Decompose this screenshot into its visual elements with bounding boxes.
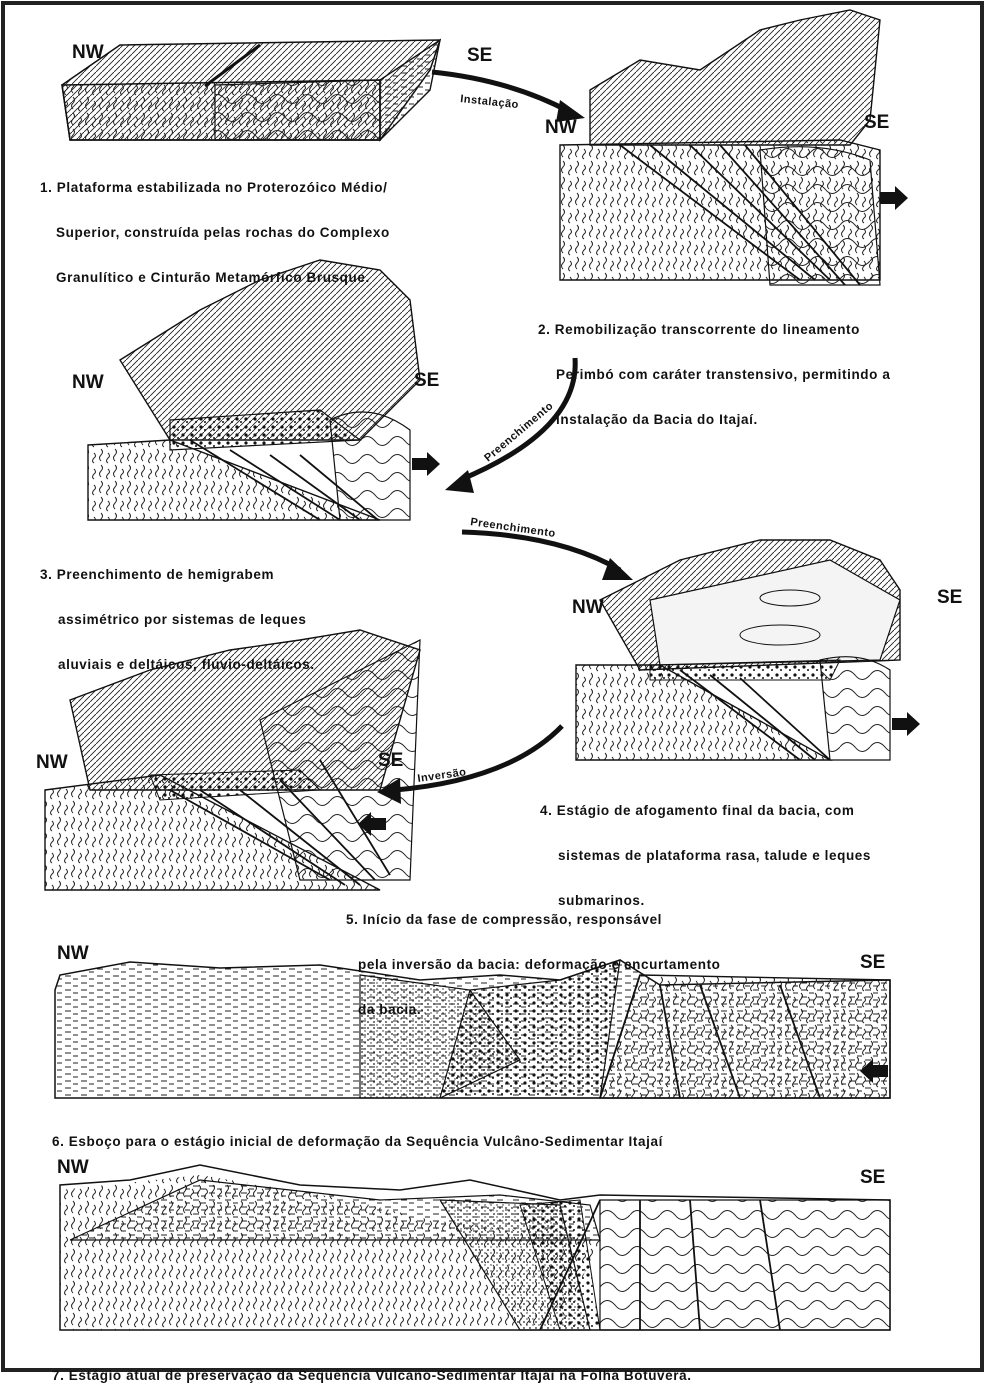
caption-line: 7. Estágio atual de preservação da Sequê… <box>52 1368 692 1383</box>
label-se-4: SE <box>937 587 962 609</box>
caption-line: sistemas de plataforma rasa, talude e le… <box>540 848 871 863</box>
block-diagram-stage-2 <box>560 10 908 285</box>
caption-line: pela inversão da bacia: deformação e enc… <box>346 957 721 972</box>
arrow-label-instalacao: Instalação <box>460 93 520 111</box>
caption-line: assimétrico por sistemas de leques <box>40 612 315 627</box>
caption-line: da bacia. <box>346 1002 721 1017</box>
caption-line: 5. Início da fase de compressão, respons… <box>346 912 721 927</box>
caption-stage-3: 3. Preenchimento de hemigrabem assimétri… <box>40 537 315 687</box>
label-nw-4: NW <box>572 597 604 619</box>
caption-line: 4. Estágio de afogamento final da bacia,… <box>540 803 871 818</box>
caption-line: aluviais e deltáicos, flúvio-deltáicos. <box>40 657 315 672</box>
block-diagram-stage-1 <box>62 40 440 140</box>
caption-stage-2: 2. Remobilização transcorrente do lineam… <box>538 292 890 442</box>
caption-stage-5: 5. Início da fase de compressão, respons… <box>346 882 721 1032</box>
cross-section-stage-7 <box>60 1165 890 1330</box>
label-nw-1: NW <box>72 42 104 64</box>
caption-stage-6: 6. Esboço para o estágio inicial de defo… <box>52 1104 663 1164</box>
caption-stage-1: 1. Plataforma estabilizada no Proterozói… <box>40 150 390 300</box>
label-se-3: SE <box>414 370 439 392</box>
label-nw-6: NW <box>57 943 89 965</box>
label-se-6: SE <box>860 952 885 974</box>
caption-line: Perimbó com caráter transtensivo, permit… <box>538 367 890 382</box>
caption-line: 3. Preenchimento de hemigrabem <box>40 567 315 582</box>
caption-line: 6. Esboço para o estágio inicial de defo… <box>52 1134 663 1149</box>
label-se-5: SE <box>378 750 403 772</box>
caption-stage-7: 7. Estágio atual de preservação da Sequê… <box>52 1338 692 1398</box>
label-se-7: SE <box>860 1167 885 1189</box>
caption-line: 1. Plataforma estabilizada no Proterozói… <box>40 180 390 195</box>
label-nw-2: NW <box>545 117 577 139</box>
caption-line: Superior, construída pelas rochas do Com… <box>40 225 390 240</box>
block-diagram-stage-4 <box>576 540 920 760</box>
caption-line: instalação da Bacia do Itajaí. <box>538 412 890 427</box>
arrow-instalacao: Instalação <box>432 72 585 122</box>
caption-line: Granulítico e Cinturão Metamórfico Brusq… <box>40 270 390 285</box>
caption-line: 2. Remobilização transcorrente do lineam… <box>538 322 890 337</box>
label-nw-3: NW <box>72 372 104 394</box>
label-se-1: SE <box>467 45 492 67</box>
label-se-2: SE <box>864 112 889 134</box>
arrow-preenchimento-2: Preenchimento <box>462 516 633 580</box>
label-nw-5: NW <box>36 752 68 774</box>
